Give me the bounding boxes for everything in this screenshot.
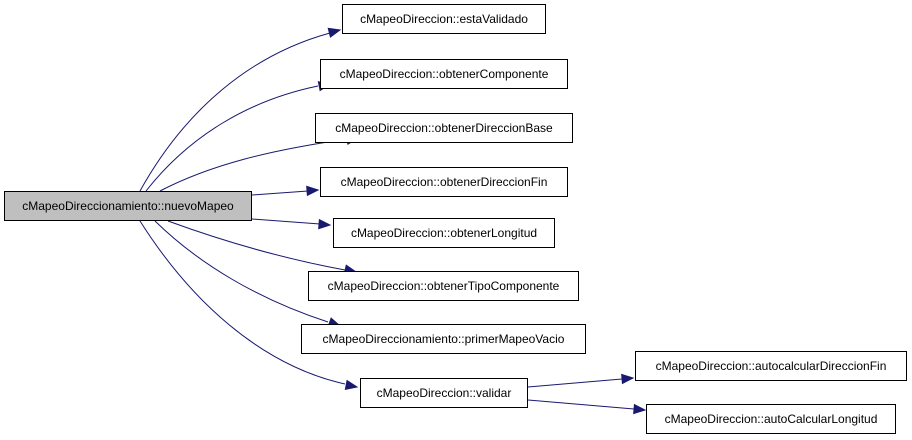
node-obtener-componente[interactable]: cMapeoDireccion::obtenerComponente xyxy=(320,59,568,89)
edge-to-obtener-longitud-arrowhead xyxy=(318,218,332,230)
edge-to-autocalcular-direccion-fin xyxy=(527,378,623,388)
node-nuevo-mapeo[interactable]: cMapeoDireccionamiento::nuevoMapeo xyxy=(4,191,252,221)
node-autocalcular-direccion-fin[interactable]: cMapeoDireccion::autocalcularDireccionFi… xyxy=(635,351,907,381)
edge-to-auto-calcular-longitud xyxy=(527,399,635,410)
edge-to-obtener-direccion-fin xyxy=(251,190,309,196)
edge-to-esta-validado xyxy=(139,32,331,192)
edge-to-obtener-longitud xyxy=(251,218,321,225)
node-obtener-direccion-fin[interactable]: cMapeoDireccion::obtenerDireccionFin xyxy=(320,167,568,197)
node-validar[interactable]: cMapeoDireccion::validar xyxy=(360,378,528,408)
edge-to-obtener-tipo-componente xyxy=(167,220,346,271)
edge-to-obtener-direccion-base xyxy=(159,138,349,192)
edge-to-auto-calcular-longitud-arrowhead xyxy=(633,403,647,415)
node-esta-validado[interactable]: cMapeoDireccion::estaValidado xyxy=(342,4,546,34)
edge-to-autocalcular-direccion-fin-arrowhead xyxy=(621,373,635,385)
node-obtener-direccion-base[interactable]: cMapeoDireccion::obtenerDireccionBase xyxy=(315,113,573,143)
edge-to-validar xyxy=(139,220,346,385)
edge-to-validar-arrowhead xyxy=(344,379,359,391)
node-primer-mapeo-vacio[interactable]: cMapeoDireccionamiento::primerMapeoVacio xyxy=(301,324,586,354)
node-obtener-tipo-componente[interactable]: cMapeoDireccion::obtenerTipoComponente xyxy=(308,271,579,301)
edge-to-esta-validado-arrowhead xyxy=(327,27,342,38)
node-auto-calcular-longitud[interactable]: cMapeoDireccion::autoCalcularLongitud xyxy=(646,404,896,434)
edge-to-obtener-componente xyxy=(145,85,319,192)
node-obtener-longitud[interactable]: cMapeoDireccion::obtenerLongitud xyxy=(333,218,555,248)
edge-to-primer-mapeo-vacio xyxy=(154,220,329,323)
edge-to-obtener-direccion-fin-arrowhead xyxy=(306,185,320,197)
